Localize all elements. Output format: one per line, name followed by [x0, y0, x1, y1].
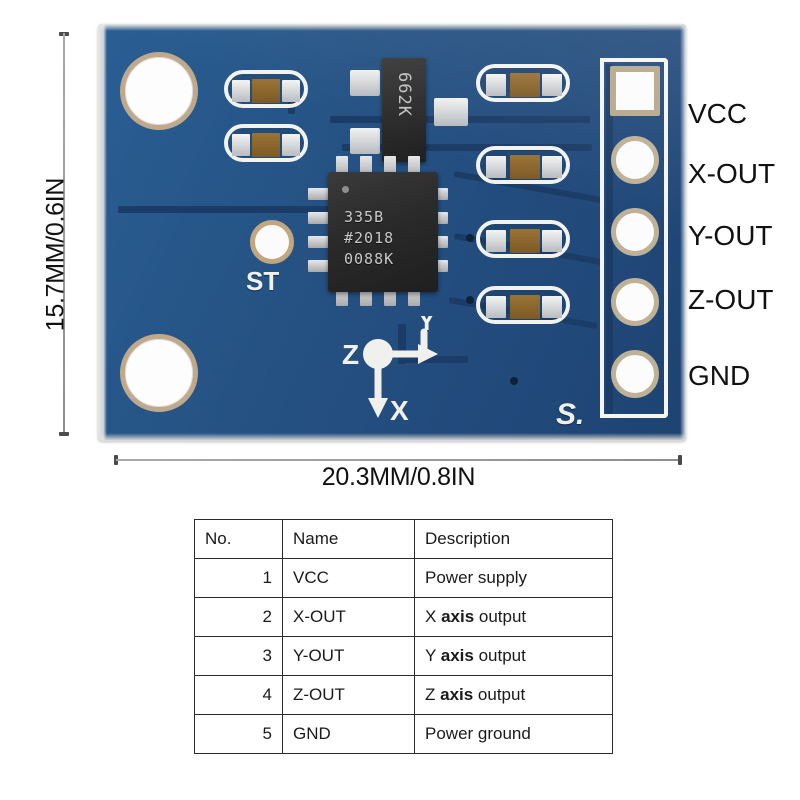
pcb-via	[466, 234, 474, 242]
width-dimension-line	[116, 459, 681, 461]
regulator-pad	[350, 70, 380, 96]
desc-emphasis: axis	[441, 607, 475, 626]
cell-pin-number: 1	[194, 558, 283, 598]
ic-pin1-dot	[342, 186, 349, 193]
cell-pin-name: Y-OUT	[282, 636, 415, 676]
board-edge-left	[98, 24, 107, 441]
cell-pin-description: Z axis output	[414, 675, 613, 715]
axis-label-z: Z	[342, 339, 359, 370]
desc-suffix: output	[474, 607, 527, 626]
regulator-marking: 662K	[394, 72, 414, 117]
ic-marking-line1: 335B	[344, 208, 385, 226]
cell-pin-description: Y axis output	[414, 636, 613, 676]
main-ic-accelerometer: 335B #2018 0088K	[328, 172, 438, 292]
mounting-hole-bottom-left	[120, 334, 198, 412]
column-header-desc: Description	[414, 519, 613, 559]
cell-pin-description: X axis output	[414, 597, 613, 637]
desc-prefix: X	[425, 607, 442, 626]
desc-emphasis: axis	[440, 685, 474, 704]
axis-orientation-indicator: Z Y X	[342, 316, 438, 426]
pcb-trace	[398, 324, 406, 364]
pin-label-x-out: X-OUT	[688, 158, 776, 189]
desc-prefix: Y	[425, 646, 441, 665]
cell-pin-description: Power supply	[414, 558, 613, 598]
ic-marking-line3: 0088K	[344, 250, 395, 268]
desc-emphasis: axis	[440, 646, 474, 665]
pad-vcc	[610, 66, 660, 116]
regulator-pad	[434, 98, 468, 126]
pcb-trace	[118, 206, 333, 213]
cell-pin-number: 5	[194, 714, 283, 754]
axis-label-x: X	[390, 395, 409, 426]
pcb-trace	[342, 144, 592, 151]
cell-pin-name: Z-OUT	[282, 675, 415, 715]
cell-pin-number: 3	[194, 636, 283, 676]
mounting-hole-top-left	[120, 52, 198, 130]
desc-suffix: output	[473, 685, 526, 704]
height-dimension-cap-bottom	[59, 432, 69, 436]
pcb-board: 662K	[98, 24, 686, 441]
pin-label-z-out: Z-OUT	[688, 284, 774, 315]
pad-y-out	[611, 208, 659, 256]
smd-capacitor	[224, 70, 308, 108]
header-outline-left	[600, 58, 604, 418]
height-dimension-line	[63, 33, 65, 436]
board-edge-top	[98, 24, 686, 31]
height-dimension-label: 15.7MM/0.6IN	[41, 177, 70, 332]
desc-suffix: output	[473, 646, 526, 665]
table-header-row: No. Name Description	[194, 519, 613, 559]
pcb-trace	[606, 64, 613, 414]
smd-capacitor	[476, 286, 570, 324]
pin-label-y-out: Y-OUT	[688, 220, 773, 251]
column-header-no: No.	[194, 519, 283, 559]
cell-pin-name: VCC	[282, 558, 415, 598]
pad-z-out	[611, 278, 659, 326]
pcb-via	[510, 377, 518, 385]
cell-pin-description: Power ground	[414, 714, 613, 754]
pad-x-out	[611, 136, 659, 184]
smd-capacitor	[224, 124, 308, 162]
smd-capacitor	[476, 64, 570, 102]
board-edge-right	[680, 24, 686, 441]
header-outline	[600, 58, 668, 418]
smd-capacitor	[476, 220, 570, 258]
cell-pin-name: GND	[282, 714, 415, 754]
pin-label-gnd: GND	[688, 360, 751, 391]
pad-gnd	[611, 350, 659, 398]
board-edge-bottom	[98, 433, 686, 441]
cell-pin-number: 2	[194, 597, 283, 637]
pcb-via	[466, 296, 474, 304]
desc-prefix: Z	[425, 685, 441, 704]
self-test-pad	[250, 220, 294, 264]
voltage-regulator: 662K	[382, 58, 426, 162]
width-dimension-cap-right	[678, 455, 682, 465]
cell-pin-name: X-OUT	[282, 597, 415, 637]
smd-capacitor	[476, 146, 570, 184]
regulator-pad	[350, 128, 380, 154]
column-header-name: Name	[282, 519, 415, 559]
axis-label-y: Y	[418, 316, 435, 336]
width-dimension-label: 20.3MM/0.8IN	[321, 463, 476, 491]
ic-marking-line2: #2018	[344, 229, 395, 247]
corner-silkscreen-mark: S.	[556, 398, 585, 431]
pcb-trace	[398, 356, 468, 363]
self-test-label: ST	[246, 266, 280, 296]
cell-pin-number: 4	[194, 675, 283, 715]
pin-label-vcc: VCC	[688, 98, 748, 129]
